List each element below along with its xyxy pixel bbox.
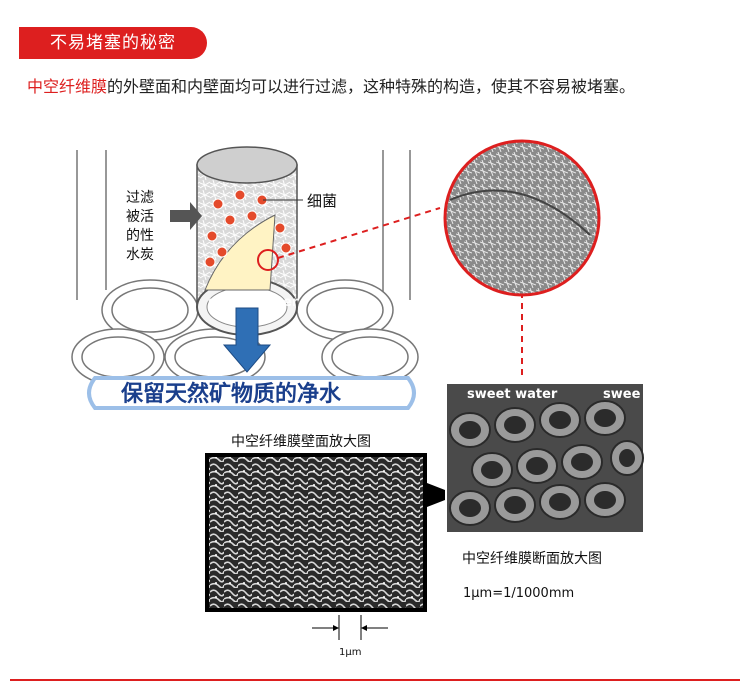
intro-highlight: 中空纤维膜: [27, 77, 108, 96]
photo-watermark-2: swee: [603, 387, 641, 402]
membrane-zoom-circle: [443, 139, 601, 297]
label-filtered-1: 过滤: [126, 190, 154, 206]
zoom-connector: [277, 207, 441, 259]
pure-water-banner: [87, 376, 416, 410]
unit-caption: 1μm=1/1000mm: [463, 586, 575, 601]
section-caption: 中空纤维膜断面放大图: [462, 551, 602, 567]
label-filtered-3: 的性: [126, 228, 154, 244]
image-pointer-arrow: [427, 483, 445, 507]
cross-section-photo: [447, 384, 644, 532]
outflow-arrow-icon: [222, 307, 272, 373]
section-badge: 不易堵塞的秘密: [19, 27, 207, 59]
diagram-text: 过滤 被活 的性 水炭 细菌 sweet water 保留天然矿物质的净水 sw…: [120, 190, 641, 658]
label-filtered-2: 被活: [126, 209, 154, 225]
intro-rest: 的外壁面和内壁面均可以进行过滤，这种特殊的构造，使其不容易被堵塞。: [107, 77, 636, 96]
inflow-arrow-icon: [170, 202, 202, 230]
wall-sem-image: [205, 453, 427, 612]
diagram-watermark: sweet water: [208, 295, 299, 310]
scale-label: 1μm: [339, 647, 361, 658]
banner-text: 保留天然矿物质的净水: [120, 381, 342, 407]
bottom-divider: [10, 679, 740, 681]
label-filtered-4: 水炭: [126, 247, 154, 263]
label-bacteria: 细菌: [307, 192, 337, 210]
bacteria-dots: [204, 189, 292, 268]
wall-caption: 中空纤维膜壁面放大图: [231, 434, 371, 450]
scale-bar: [312, 615, 388, 640]
intro-text: 中空纤维膜的外壁面和内壁面均可以进行过滤，这种特殊的构造，使其不容易被堵塞。: [27, 73, 635, 97]
photo-watermark: sweet water: [467, 387, 558, 402]
background-tubes: [71, 150, 419, 386]
membrane-tube: [196, 146, 298, 336]
